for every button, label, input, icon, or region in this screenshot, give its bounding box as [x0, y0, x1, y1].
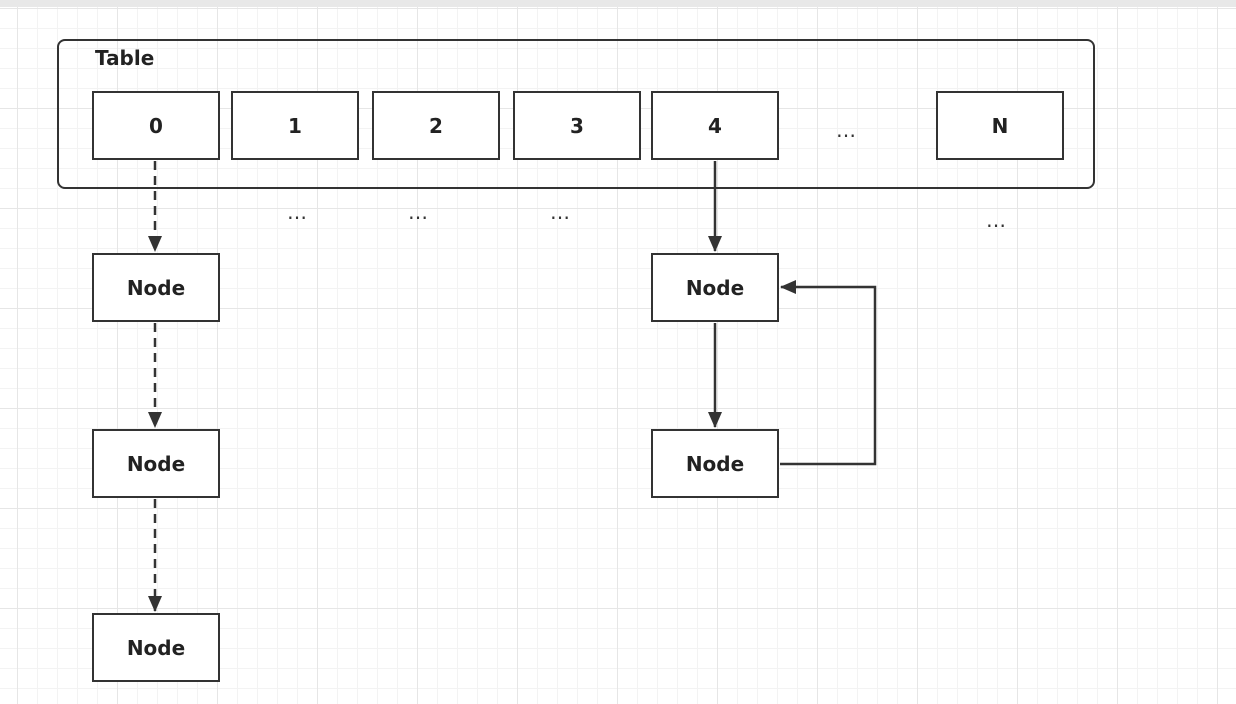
table-cell-2: 2 — [372, 91, 500, 160]
chain-ellipsis-2: … — [408, 200, 431, 224]
chain-ellipsis-3: … — [550, 200, 573, 224]
table-container — [57, 39, 1095, 189]
node-4-b: Node — [651, 429, 779, 498]
node-0-a: Node — [92, 253, 220, 322]
table-cell-4: 4 — [651, 91, 779, 160]
table-cell-1: 1 — [231, 91, 359, 160]
table-cell-0: 0 — [92, 91, 220, 160]
node-4-a: Node — [651, 253, 779, 322]
node-0-c: Node — [92, 613, 220, 682]
table-cell-3: 3 — [513, 91, 641, 160]
table-label: Table — [95, 46, 155, 70]
top-bar — [0, 0, 1236, 7]
cycle-arrow-back-to-node — [780, 280, 877, 466]
table-cell-n: N — [936, 91, 1064, 160]
chain-ellipsis-n: … — [986, 208, 1009, 232]
table-gap-ellipsis: … — [836, 118, 859, 142]
node-0-b: Node — [92, 429, 220, 498]
chain-ellipsis-1: … — [287, 200, 310, 224]
